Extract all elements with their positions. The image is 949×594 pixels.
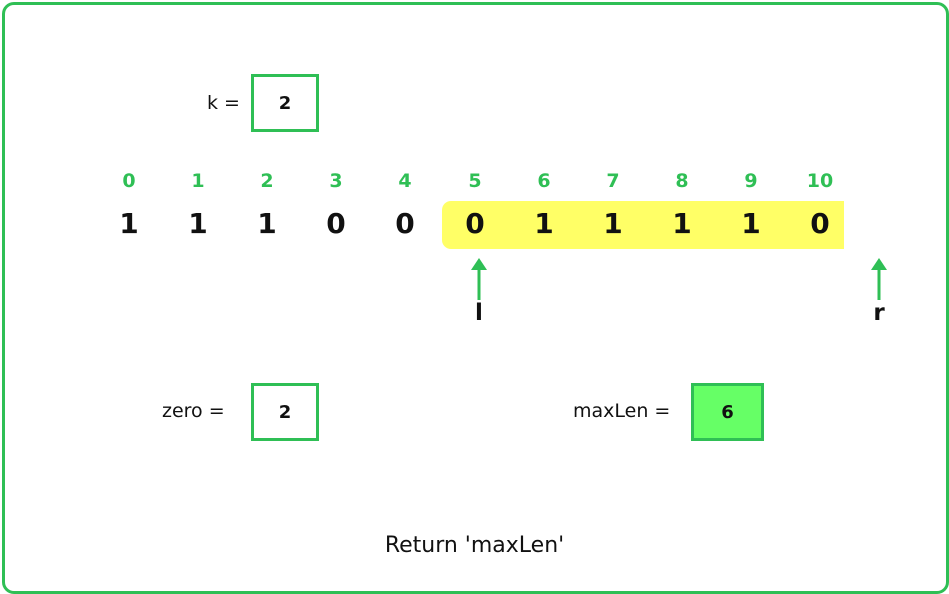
array-index: 9 [744, 170, 758, 192]
array-index: 8 [675, 170, 689, 192]
array-value: 0 [810, 207, 830, 240]
array-value: 0 [395, 207, 415, 240]
l-pointer-label: l [475, 300, 483, 326]
k-value-box: 2 [251, 74, 319, 132]
l-pointer-arrow-icon [471, 258, 487, 300]
r-pointer-arrow-icon [871, 258, 887, 300]
return-caption: Return 'maxLen' [384, 533, 565, 558]
zero-value-box: 2 [251, 383, 319, 441]
array-value: 1 [603, 207, 623, 240]
array-index: 5 [468, 170, 482, 192]
array-index: 1 [191, 170, 205, 192]
array-index: 2 [260, 170, 274, 192]
array-index: 7 [606, 170, 620, 192]
array-index: 6 [537, 170, 551, 192]
zero-label: zero = [162, 400, 225, 422]
window-highlight [442, 201, 844, 249]
array-value: 1 [534, 207, 554, 240]
array-value: 1 [257, 207, 277, 240]
array-value: 1 [741, 207, 761, 240]
zero-value: 2 [278, 401, 292, 423]
array-index: 3 [329, 170, 343, 192]
array-index: 4 [398, 170, 412, 192]
maxlen-label: maxLen = [573, 400, 671, 422]
r-pointer-label: r [873, 300, 885, 326]
array-index: 0 [122, 170, 136, 192]
array-index: 10 [806, 170, 834, 192]
maxlen-value-box: 6 [691, 383, 764, 441]
array-value: 1 [188, 207, 208, 240]
k-value: 2 [278, 92, 292, 114]
k-label: k = [207, 92, 240, 114]
array-value: 0 [465, 207, 485, 240]
array-value: 0 [326, 207, 346, 240]
array-value: 1 [119, 207, 139, 240]
array-value: 1 [672, 207, 692, 240]
maxlen-value: 6 [721, 401, 734, 423]
